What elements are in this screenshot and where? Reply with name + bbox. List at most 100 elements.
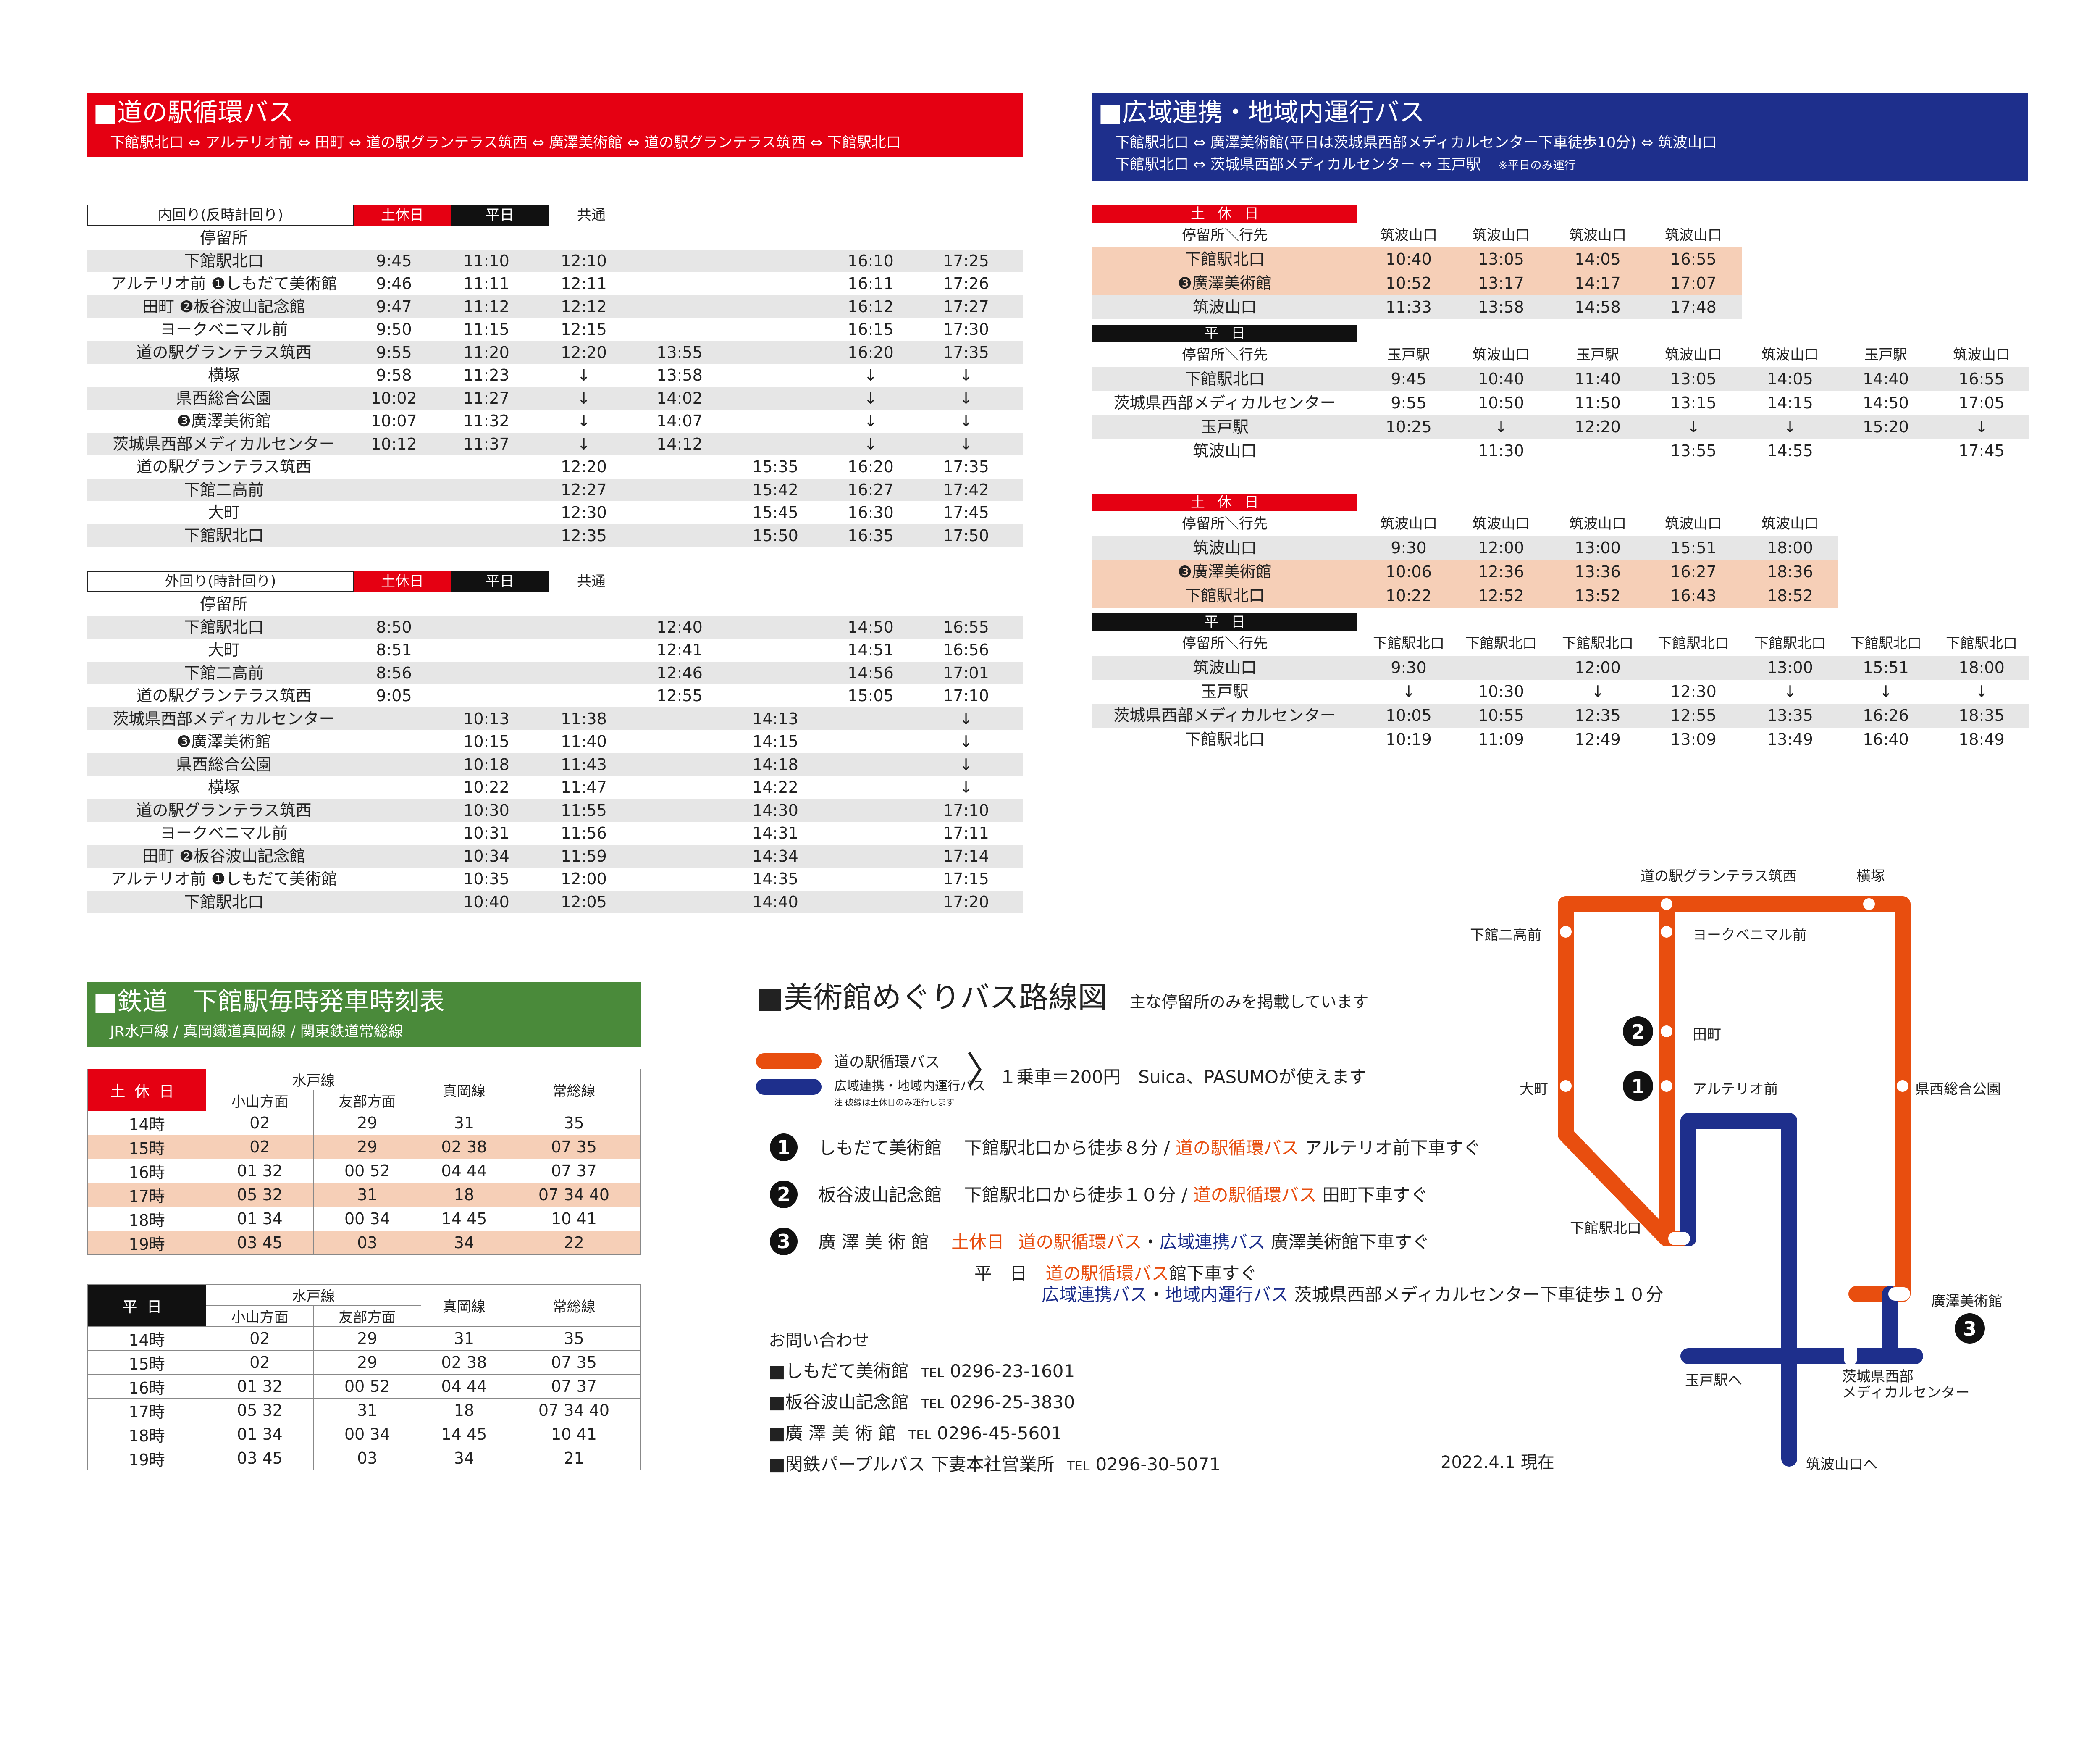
time-cell: 16:56 — [943, 641, 989, 659]
map-label-tsukuba: 筑波山口へ — [1806, 1456, 1877, 1473]
time-cell: 10:02 — [371, 389, 417, 408]
rail-cell: 15時 — [87, 1350, 206, 1375]
stop-name: 停留所＼行先 — [1182, 347, 1268, 363]
time-cell: ↓ — [577, 412, 591, 430]
rail-mito: 水戸線 — [206, 1069, 421, 1090]
rail-moka: 真岡線 — [420, 1284, 507, 1327]
date-text: 2022.4.1 現在 — [1441, 1453, 1554, 1472]
time-cell: 18:00 — [1767, 539, 1813, 557]
time-cell: 10:31 — [463, 824, 509, 842]
time-cell: 12:20 — [561, 458, 607, 476]
rail-cell: 10 41 — [507, 1207, 641, 1231]
time-cell: 10:07 — [371, 412, 417, 430]
stop-name: 停留所 — [200, 229, 248, 247]
time-cell: ↓ — [864, 412, 877, 430]
time-cell: 12:35 — [561, 526, 607, 545]
time-cell: 8:51 — [376, 641, 412, 659]
rail-cell: 02 — [206, 1135, 314, 1159]
time-cell: 15:50 — [752, 526, 798, 545]
rail-cell: 14時 — [87, 1111, 206, 1135]
time-cell: 12:11 — [561, 274, 607, 293]
dest-cell: 玉戸駅 — [1387, 347, 1430, 363]
rail-tomobe: 友部方面 — [313, 1090, 421, 1111]
kouiki-holiday-tag: 土休日 — [1092, 494, 1357, 511]
rail-cell: 07 37 — [507, 1374, 641, 1399]
stop-name: 茨城県西部メディカルセンター — [1113, 706, 1336, 725]
time-cell: 12:40 — [656, 618, 703, 636]
time-cell: 9:58 — [376, 366, 412, 384]
rail-cell: 04 44 — [420, 1159, 507, 1183]
contact-name: ■しもだて美術館 — [769, 1361, 909, 1381]
stop-name: 筑波山口 — [1192, 539, 1257, 557]
time-cell: 16:55 — [1958, 370, 2005, 388]
time-cell: 14:05 — [1575, 250, 1621, 268]
time-cell: 12:52 — [1478, 586, 1524, 605]
tel-label: TEL — [921, 1397, 944, 1412]
time-cell: 10:22 — [463, 778, 509, 797]
rail-cell: 15時 — [87, 1135, 206, 1159]
stop-name: ヨークベニマル前 — [160, 824, 288, 842]
rail-cell: 03 45 — [206, 1231, 314, 1255]
time-cell: 9:45 — [376, 251, 412, 270]
stop-name: 下館二高前 — [184, 663, 264, 682]
svg-text:3: 3 — [1963, 1317, 1977, 1340]
stop-name: 茨城県西部メディカルセンター — [113, 434, 335, 453]
time-cell: 13:58 — [1478, 298, 1524, 316]
time-cell: 16:20 — [848, 458, 894, 476]
rail-cell: 31 — [313, 1398, 421, 1422]
stop-name: 道の駅グランテラス筑西 — [136, 686, 312, 705]
time-cell: 10:19 — [1386, 730, 1432, 749]
stop-name: 下館駅北口 — [184, 618, 264, 636]
rail-cell: 19時 — [87, 1446, 206, 1470]
rail-joso: 常総線 — [507, 1069, 641, 1111]
map-label-medical: 茨城県西部 メディカルセンター — [1842, 1368, 1970, 1401]
rail-sub: JR水戸線 / 真岡鐵道真岡線 / 関東鉄道常総線 — [110, 1023, 403, 1040]
stop-omachi — [1560, 1080, 1572, 1092]
time-cell: 17:50 — [943, 526, 989, 545]
museum-2-bus: 道の駅循環バス — [1193, 1185, 1317, 1205]
svg-text:1: 1 — [1631, 1075, 1645, 1098]
map-title-row: ■美術館めぐりバス路線図 主な停留所のみを掲載しています — [756, 974, 1368, 1016]
svg-text:2: 2 — [1631, 1020, 1645, 1043]
stop-name: 田町 ❷板谷波山記念館 — [142, 847, 306, 865]
map-label-michi: 道の駅グランテラス筑西 — [1640, 868, 1797, 885]
stop-name: 茨城県西部メディカルセンター — [113, 709, 335, 728]
time-cell: 13:58 — [656, 366, 703, 384]
rail-cell: 31 — [420, 1111, 507, 1135]
stop-name: 茨城県西部メディカルセンター — [1113, 394, 1336, 412]
time-cell: 16:27 — [848, 480, 894, 499]
rail-cell: 03 — [313, 1231, 421, 1255]
stop-name: 県西総合公園 — [176, 755, 272, 774]
rail-cell: 29 — [313, 1326, 421, 1351]
time-cell: 11:56 — [561, 824, 607, 842]
museum-3-bus4: 広域連携バス — [1042, 1284, 1148, 1305]
time-cell: 17:45 — [1958, 442, 2005, 460]
time-cell: 12:00 — [1478, 539, 1524, 557]
rail-cell: 02 — [206, 1350, 314, 1375]
outer-label: 外回り(時計回り) — [87, 571, 354, 592]
contact-number: 0296-23-1601 — [950, 1361, 1075, 1381]
number-3-icon: 3 — [770, 1228, 798, 1255]
stop-name: 田町 ❷板谷波山記念館 — [142, 297, 306, 316]
time-cell: ↓ — [864, 389, 877, 408]
dest-cell: 筑波山口 — [1665, 227, 1722, 244]
time-cell: 14:07 — [656, 412, 703, 430]
rail-cell: 07 35 — [507, 1135, 641, 1159]
dest-cell: 下館駅北口 — [1373, 635, 1444, 652]
time-cell: 17:35 — [943, 458, 989, 476]
time-cell: 16:12 — [848, 297, 894, 316]
